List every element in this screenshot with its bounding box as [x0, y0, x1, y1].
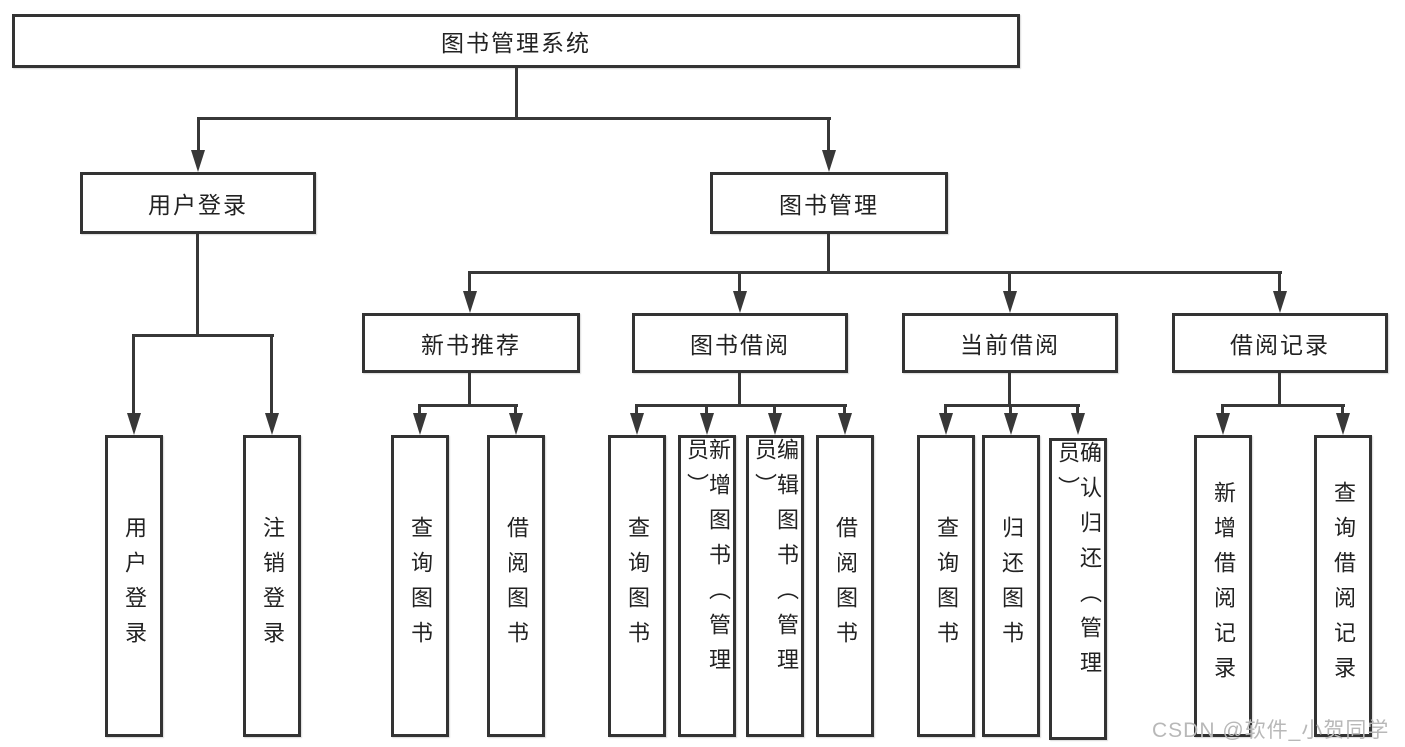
connector-vline — [1008, 373, 1011, 407]
leaf-label: 查询图书 — [934, 516, 959, 656]
connector-hline — [197, 117, 831, 120]
leaf-label: 注销登录 — [260, 516, 285, 656]
connector-hline — [468, 271, 1282, 274]
connector-stem — [1076, 406, 1079, 416]
connector-stem — [418, 406, 421, 416]
node-label: 图书管理 — [779, 192, 879, 218]
connector-stem — [773, 406, 776, 416]
connector-stem — [514, 406, 517, 416]
connector-vline — [738, 373, 741, 407]
connector-stem — [944, 406, 947, 416]
connector-hline — [1221, 404, 1345, 407]
arrowhead-down — [265, 413, 279, 435]
leaf-label: 归还图书 — [999, 516, 1024, 656]
node-label: 借阅记录 — [1230, 332, 1330, 358]
arrowhead-down — [1216, 413, 1230, 435]
arrowhead-down — [822, 150, 836, 172]
leaf-logout: 注销登录 — [243, 435, 301, 737]
arrowhead-down — [1071, 413, 1085, 435]
connector-stem — [705, 406, 708, 416]
leaf-query-books-borrowing: 查询图书 — [608, 435, 666, 737]
leaf-label: 新增图书（管理员） — [684, 438, 731, 683]
connector-stem — [132, 336, 135, 416]
connector-stem — [197, 119, 200, 153]
connector-stem — [270, 336, 273, 416]
leaf-label: 编辑图书（管理员） — [752, 438, 799, 683]
leaf-label: 借阅图书 — [504, 516, 529, 656]
arrowhead-down — [191, 150, 205, 172]
connector-hline — [635, 404, 847, 407]
arrowhead-down — [939, 413, 953, 435]
node-user-login: 用户登录 — [80, 172, 316, 234]
connector-hline — [132, 334, 274, 337]
leaf-borrow-books-borrowing: 借阅图书 — [816, 435, 874, 737]
leaf-query-borrow-record: 查询借阅记录 — [1314, 435, 1372, 737]
connector-vline — [468, 373, 471, 407]
leaf-label: 用户登录 — [122, 516, 147, 656]
connector-stem — [1009, 406, 1012, 416]
leaf-user-login: 用户登录 — [105, 435, 163, 737]
leaf-label: 借阅图书 — [833, 516, 858, 656]
connector-stem — [1278, 273, 1281, 295]
watermark: CSDN @软件_小贺同学 — [1152, 719, 1390, 742]
node-book-borrowing: 图书借阅 — [632, 313, 848, 373]
node-label: 新书推荐 — [421, 332, 521, 358]
leaf-add-borrow-record: 新增借阅记录 — [1194, 435, 1252, 737]
node-label: 当前借阅 — [960, 332, 1060, 358]
arrowhead-down — [733, 291, 747, 313]
arrowhead-down — [838, 413, 852, 435]
leaf-add-book-admin: 新增图书（管理员） — [678, 435, 736, 737]
leaf-label: 查询图书 — [625, 516, 650, 656]
arrowhead-down — [127, 413, 141, 435]
node-book-management: 图书管理 — [710, 172, 948, 234]
connector-stem — [468, 273, 471, 295]
arrowhead-down — [1003, 291, 1017, 313]
connector-stem — [1008, 273, 1011, 295]
connector-vline — [827, 234, 830, 274]
connector-vline — [515, 68, 518, 120]
node-label: 图书借阅 — [690, 332, 790, 358]
leaf-confirm-return-admin: 确认归还（管理员） — [1049, 438, 1107, 740]
leaf-label: 确认归还（管理员） — [1055, 441, 1102, 686]
arrowhead-down — [413, 413, 427, 435]
connector-stem — [843, 406, 846, 416]
node-label: 用户登录 — [148, 192, 248, 218]
arrowhead-down — [768, 413, 782, 435]
connector-vline — [196, 234, 199, 337]
node-new-book-recommendation: 新书推荐 — [362, 313, 580, 373]
arrowhead-down — [509, 413, 523, 435]
arrowhead-down — [700, 413, 714, 435]
arrowhead-down — [463, 291, 477, 313]
connector-stem — [1341, 406, 1344, 416]
connector-stem — [1221, 406, 1224, 416]
connector-stem — [738, 273, 741, 295]
connector-hline — [944, 404, 1080, 407]
leaf-query-books-recommend: 查询图书 — [391, 435, 449, 737]
node-label: 图书管理系统 — [441, 30, 591, 56]
node-library-management-system: 图书管理系统 — [12, 14, 1020, 68]
connector-vline — [1278, 373, 1281, 407]
leaf-edit-book-admin: 编辑图书（管理员） — [746, 435, 804, 737]
arrowhead-down — [1004, 413, 1018, 435]
leaf-return-book: 归还图书 — [982, 435, 1040, 737]
leaf-query-books-current: 查询图书 — [917, 435, 975, 737]
arrowhead-down — [1273, 291, 1287, 313]
arrowhead-down — [1336, 413, 1350, 435]
node-current-borrowing: 当前借阅 — [902, 313, 1118, 373]
leaf-label: 新增借阅记录 — [1211, 481, 1236, 691]
node-borrowing-records: 借阅记录 — [1172, 313, 1388, 373]
arrowhead-down — [630, 413, 644, 435]
leaf-label: 查询图书 — [408, 516, 433, 656]
connector-hline — [418, 404, 518, 407]
connector-stem — [827, 119, 830, 153]
connector-stem — [635, 406, 638, 416]
leaf-borrow-books-recommend: 借阅图书 — [487, 435, 545, 737]
leaf-label: 查询借阅记录 — [1331, 481, 1356, 691]
